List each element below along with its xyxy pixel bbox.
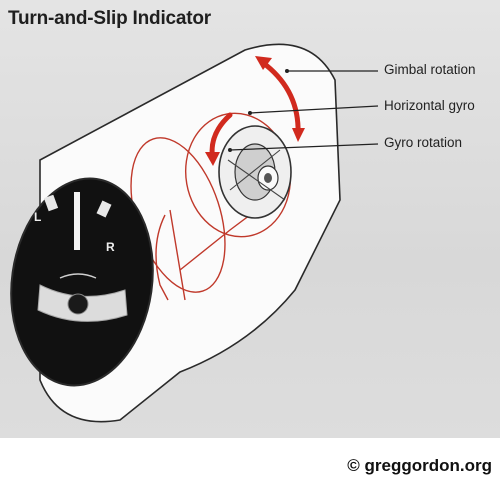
callout-leaders [229,70,379,151]
copyright-notice: © greggordon.org [347,456,492,475]
dial-right-mark: R [106,240,115,254]
gimbal-arrowhead-top [255,56,272,70]
instrument-dial [10,177,154,387]
horizontal-gyro-wheel [218,125,292,219]
dial-left-mark: L [34,210,42,224]
gyro-arrowhead [205,152,220,166]
callout-horizontal-gyro: Horizontal gyro [384,98,475,113]
linkage-arm [155,209,186,301]
gimbal-rotation-arrow [259,59,301,138]
callout-gyro-rotation: Gyro rotation [384,135,463,150]
slip-ball [67,293,89,315]
gimbal-arrowhead-bottom [292,128,305,142]
turn-needle [74,192,80,250]
right-index-mark [96,200,112,218]
callout-gimbal-rotation: Gimbal rotation [384,62,476,77]
figure-title: Turn-and-Slip Indicator [8,8,211,29]
left-index-mark [43,194,59,212]
